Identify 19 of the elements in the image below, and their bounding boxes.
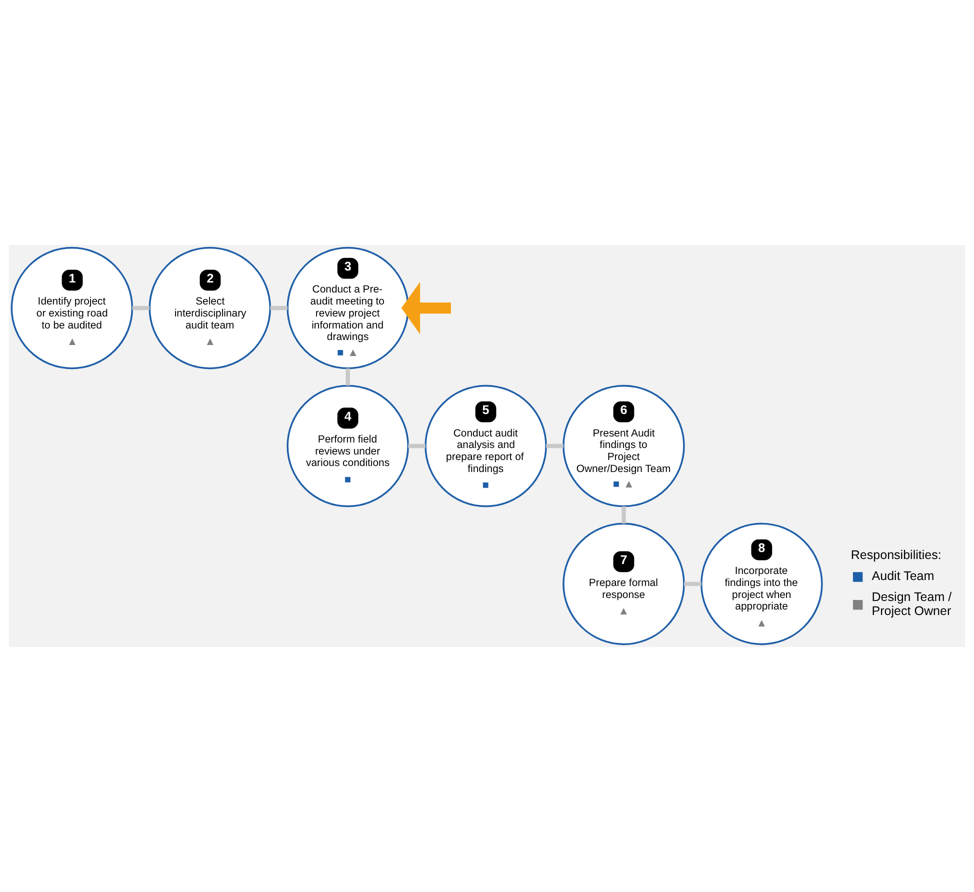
node-circle: 6 Present Audit findings to Project Owner/Design Team ■ ▲ [562,384,685,508]
node-circle: 4 Perform field reviews under various conditions ■ [286,384,409,508]
arrow [401,282,451,334]
connector [546,444,564,448]
legend-label: Audit Team [872,569,934,584]
label: Responsibilities: [850,548,942,562]
connector [622,506,626,524]
connector [132,306,150,310]
node-circle: 5 Conduct audit analysis and prepare report of findings ■ [424,384,547,508]
node-circle: 8 Incorporate findings into the project when appropriate ▲ [700,522,823,646]
node-circle: 7 Prepare formal response ▲ [562,522,685,646]
node-circle: 1 Identify project or existing road to be audited ▲ [10,246,134,370]
legend-label: Design Team / Project Owner [872,590,952,618]
connector [408,444,426,448]
connector [270,306,288,310]
connector [346,368,350,386]
node-circle: 3 Conduct a Pre-audit meeting to review project information and drawings ■ ▲ [286,246,409,370]
connector [684,582,702,586]
node-circle: 2 Select interdisciplinary audit team ▲ [148,246,272,370]
